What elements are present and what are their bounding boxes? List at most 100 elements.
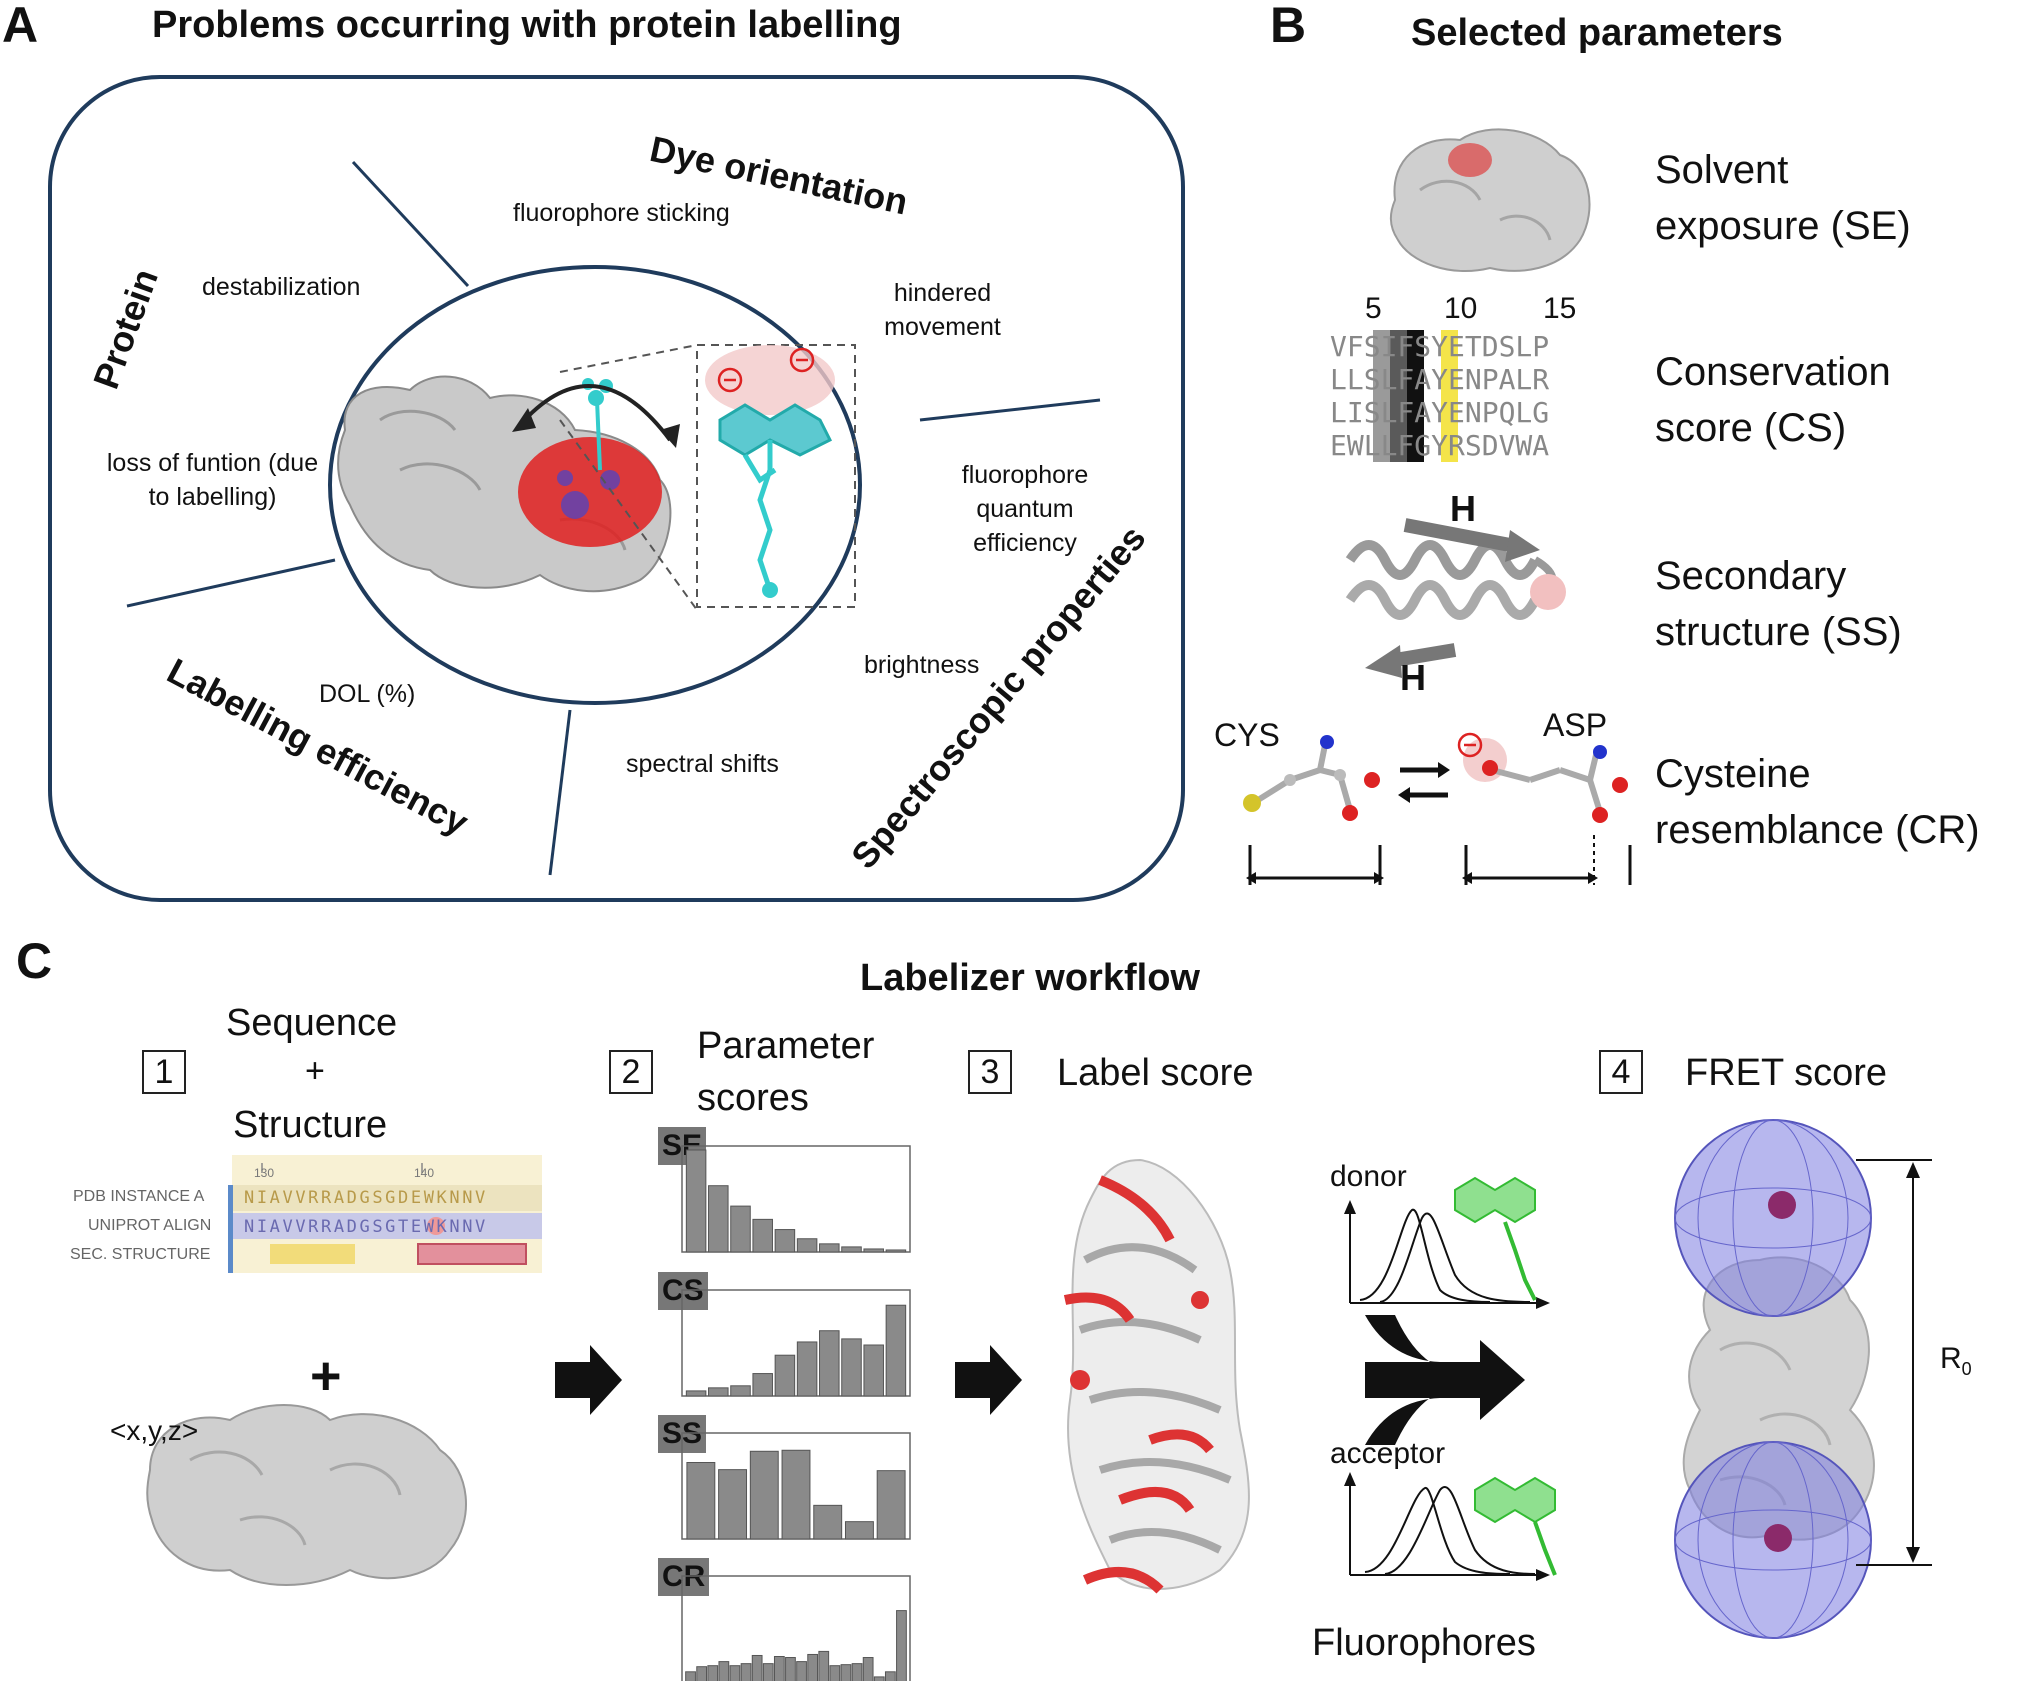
cys-label: CYS xyxy=(1214,717,1280,753)
param-cysteine-resemblance: Cysteine resemblance (CR) xyxy=(1655,752,1980,852)
seq-tick-130: 130 xyxy=(254,1166,275,1180)
chart-cs-bar xyxy=(796,1341,818,1397)
chart-se-bar xyxy=(774,1229,796,1253)
chart-se-frame xyxy=(681,1145,911,1253)
panel-a-letter: A xyxy=(2,0,39,53)
step-3-number: 3 xyxy=(968,1050,1012,1094)
seq-row-label-secstruct: SEC. STRUCTURE xyxy=(70,1246,211,1263)
chart-cr-bar xyxy=(896,1610,907,1681)
chart-ss-bar xyxy=(876,1470,906,1540)
helix-label-bottom: H xyxy=(1400,657,1426,698)
chart-cr-bar xyxy=(773,1656,785,1681)
panel-c-title: Labelizer workflow xyxy=(860,957,1200,999)
chart-ss-bar xyxy=(844,1521,874,1540)
chart-cr-bar xyxy=(718,1661,730,1681)
chart-cr-bar xyxy=(862,1657,874,1681)
chart-cr-bar xyxy=(785,1657,796,1681)
chart-cs-bar xyxy=(752,1373,773,1397)
donor-label: donor xyxy=(1330,1160,1407,1193)
issue-loss-of-function: loss of funtion (due to labelling) xyxy=(106,449,319,511)
chart-ss-bar xyxy=(718,1469,748,1540)
step-2-number: 2 xyxy=(609,1050,653,1094)
chart-cr-bar xyxy=(807,1653,819,1681)
step-4-number: 4 xyxy=(1599,1050,1643,1094)
helix-label-top: H xyxy=(1450,488,1476,529)
issue-destabilization: destabilization xyxy=(202,273,361,301)
chart-cs-bar xyxy=(885,1304,907,1397)
issue-fluorophore-sticking: fluorophore sticking xyxy=(513,199,730,227)
step-4-title: FRET score xyxy=(1685,1052,1888,1094)
issue-brightness: brightness xyxy=(864,651,980,679)
plus-sign: + xyxy=(310,1346,342,1406)
alignment-tick-5: 5 xyxy=(1365,292,1382,325)
chart-ss-bar xyxy=(781,1449,811,1540)
chart-se-bar xyxy=(752,1218,773,1253)
chart-se-bar xyxy=(708,1185,729,1253)
issue-hindered-movement: hindered movement xyxy=(884,279,1001,341)
chart-cr-bar xyxy=(762,1663,774,1681)
chart-cr-bar xyxy=(818,1650,830,1681)
chart-se-bar xyxy=(863,1248,884,1253)
chart-se-bar xyxy=(685,1149,707,1253)
alignment-row: LISLFAYENPQLG xyxy=(1330,396,1550,429)
chart-ss-bar xyxy=(686,1462,716,1540)
alignment-tick-15: 15 xyxy=(1543,292,1577,325)
alignment-row: LLSLFAYENPALR xyxy=(1330,363,1550,396)
chart-cr-frame xyxy=(681,1575,911,1681)
step-1-title-plus: + xyxy=(305,1052,325,1090)
param-solvent-exposure: Solvent exposure (SE) xyxy=(1655,148,1911,248)
alignment-row: VFSIFSYETDSLP xyxy=(1330,330,1550,363)
seq-row-pdb: NIAVVRRADGSGDEWKNNV xyxy=(244,1188,488,1208)
seq-tick-140: 140 xyxy=(414,1166,435,1180)
chart-se-bar xyxy=(730,1205,751,1253)
step-1-title-sequence: Sequence xyxy=(226,1002,398,1044)
chart-cr-bar xyxy=(696,1666,708,1681)
alignment-tick-10: 10 xyxy=(1444,292,1478,325)
chart-se-bar xyxy=(841,1246,862,1253)
chart-cs-bar xyxy=(730,1385,751,1397)
step-2-title-parameter: Parameter xyxy=(697,1025,875,1067)
issue-quantum-efficiency: fluorophore quantum efficiency xyxy=(961,461,1089,557)
chart-se-bar xyxy=(796,1238,818,1253)
xyz-coordinates-label: <x,y,z> xyxy=(110,1415,199,1446)
chart-ss-bar xyxy=(749,1450,779,1540)
chart-cs-bar xyxy=(863,1344,884,1397)
alignment-row: EWLLFGYRSDVWA xyxy=(1330,429,1550,462)
chart-cs-bar xyxy=(685,1390,707,1397)
chart-cr-bar xyxy=(707,1665,719,1681)
step-2-title-scores: scores xyxy=(697,1077,809,1119)
step-1-number: 1 xyxy=(142,1050,186,1094)
panel-b-title: Selected parameters xyxy=(1411,12,1783,54)
issue-dol: DOL (%) xyxy=(319,680,416,708)
chart-cr-bar xyxy=(740,1663,752,1681)
seq-row-uniprot: NIAVVRRADGSGTEWKNNV xyxy=(244,1217,488,1237)
alignment-block: VFSIFSYETDSLP LLSLFAYENPALR LISLFAYENPQL… xyxy=(1330,330,1549,462)
chart-cs-bar xyxy=(841,1338,862,1397)
panel-b-letter: B xyxy=(1270,0,1307,53)
chart-cr-bar xyxy=(729,1665,741,1681)
chart-cs-frame xyxy=(681,1289,911,1397)
chart-cr-bar xyxy=(840,1664,852,1681)
r0-symbol: R xyxy=(1940,1342,1962,1375)
seq-row-label-uniprot: UNIPROT ALIGN xyxy=(88,1217,212,1234)
param-secondary-structure: Secondary structure (SS) xyxy=(1655,554,1902,654)
chart-se-bar xyxy=(819,1243,840,1253)
r0-subscript: 0 xyxy=(1961,1359,1972,1379)
r0-label: R0 xyxy=(1940,1342,1972,1380)
fluorophores-label: Fluorophores xyxy=(1312,1622,1536,1664)
param-conservation-score: Conservation score (CS) xyxy=(1655,350,1891,450)
chart-cr-bar xyxy=(796,1661,807,1681)
chart-cs-bar xyxy=(774,1354,796,1397)
chart-cr-bar xyxy=(829,1665,841,1681)
chart-cr-bar xyxy=(751,1654,763,1681)
panel-c-letter: C xyxy=(16,933,53,989)
panel-a-title: Problems occurring with protein labellin… xyxy=(152,4,902,46)
acceptor-label: acceptor xyxy=(1330,1437,1446,1470)
chart-cr-bar xyxy=(851,1663,863,1681)
asp-label: ASP xyxy=(1543,707,1608,743)
chart-cr-bar xyxy=(884,1671,896,1681)
chart-cs-bar xyxy=(708,1387,729,1397)
chart-cr-bar xyxy=(685,1671,696,1681)
